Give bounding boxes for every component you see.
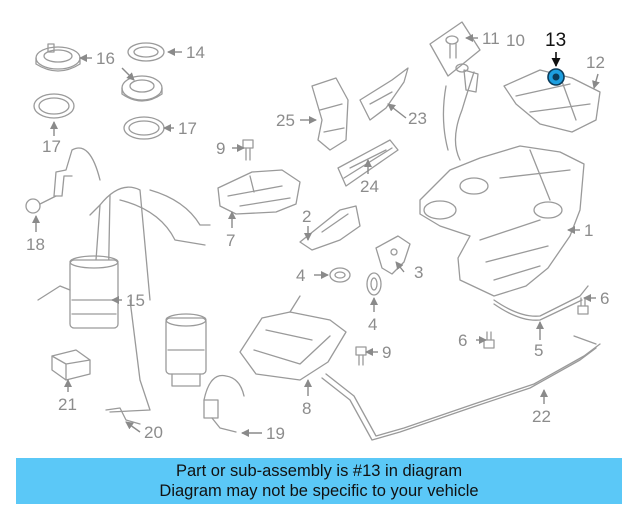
part-13-highlighted[interactable] [547,52,565,86]
part-22-fuel-lines [321,335,601,441]
callout-19: 19 [266,424,285,443]
part-23-bracket [359,67,409,121]
part-5-strap [493,285,589,321]
part-2-bracket [299,205,361,251]
part-18-sender [25,147,101,214]
callout-18: 18 [26,235,45,254]
callout-6b: 6 [600,289,609,308]
callout-14: 14 [186,43,205,62]
part-4-grommets [329,267,382,296]
leader-lines [32,34,600,437]
banner-line-1: Part or sub-assembly is #13 in diagram [175,462,463,480]
callout-9a: 9 [216,139,225,158]
callout-22: 22 [532,407,551,426]
callout-11: 11 [482,29,500,48]
part-14-retainer [127,42,165,62]
callout-10: 10 [506,31,525,50]
part-11-cap [429,21,481,77]
part-19-harness [203,374,245,433]
callout-8: 8 [302,399,311,418]
callout-17a: 17 [42,137,61,156]
part-6-bolts [483,297,589,349]
banner-line-2: Diagram may not be specific to your vehi… [159,482,479,500]
callout-23: 23 [408,109,427,128]
part-15-pump-module [37,186,211,413]
callout-21: 21 [58,395,77,414]
callout-24: 24 [360,177,379,196]
part-8-skid-plate [239,295,347,381]
callout-12: 12 [586,53,605,72]
part-16-ring [35,43,81,72]
callout-5: 5 [534,341,543,360]
callout-3: 3 [414,263,423,282]
callout-7: 7 [226,231,235,250]
part-7-shield [217,169,301,215]
part-25-bracket [311,77,349,151]
callout-25: 25 [276,111,295,130]
part-3-bracket [375,235,411,275]
part-21-module [51,349,91,381]
callout-13-highlighted[interactable]: 13 [545,30,566,51]
callout-9b: 9 [382,343,391,362]
part-1-fuel-tank [419,69,585,297]
callout-16: 16 [96,49,115,68]
callout-17b: 17 [178,119,197,138]
callout-6a: 6 [458,331,467,350]
callout-20: 20 [144,423,163,442]
info-banner: Part or sub-assembly is #13 in diagram D… [16,458,622,504]
callout-4a: 4 [296,266,305,285]
callout-1: 1 [584,221,593,240]
callout-15: 15 [126,291,145,310]
parts-diagram: 16 14 17 17 18 15 21 20 19 9 7 25 23 24 … [25,21,609,443]
callout-4b: 4 [368,315,377,334]
callout-2: 2 [302,207,311,226]
